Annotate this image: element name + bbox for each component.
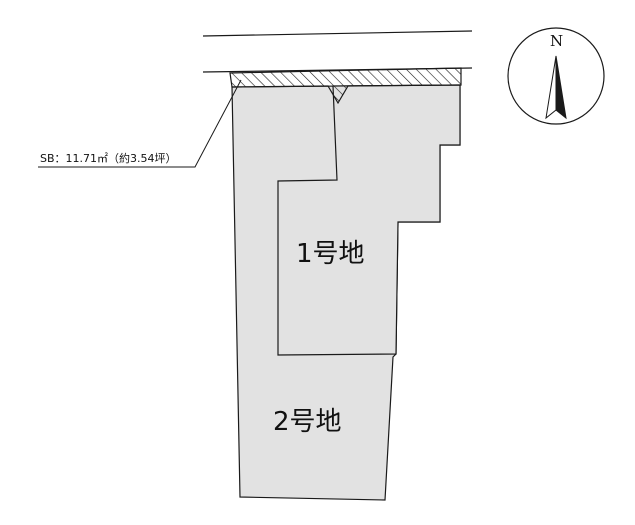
road-line-upper [202, 30, 473, 37]
north-arrow-shaded [555, 55, 567, 120]
setback-leader-line [38, 79, 242, 168]
setback-label: SB：11.71㎡（約3.54坪） [40, 151, 177, 165]
lot-1-label: 1号地 [296, 239, 365, 269]
north-compass: N [507, 27, 605, 125]
north-label: N [550, 32, 563, 50]
setback-strip [229, 67, 462, 105]
lot-2-label: 2号地 [273, 407, 342, 437]
lot-1-area [277, 84, 461, 356]
